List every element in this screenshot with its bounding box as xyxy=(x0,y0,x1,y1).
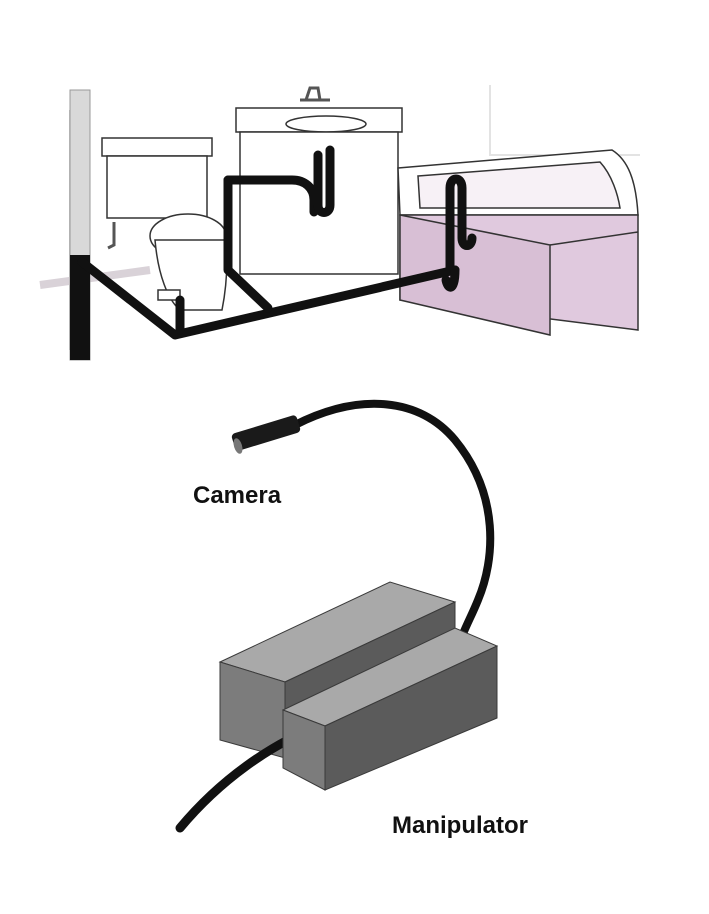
wall-right-line xyxy=(489,85,640,156)
manipulator-label: Manipulator xyxy=(392,812,528,839)
sink-basin xyxy=(285,115,367,133)
inspection-device xyxy=(175,399,499,833)
toilet-tank xyxy=(106,155,208,219)
faucet xyxy=(300,86,330,102)
stack-pipe-lower xyxy=(70,255,90,360)
sink-trap xyxy=(313,145,335,217)
main-drain-pipe xyxy=(77,257,460,340)
bathtub-drain-pipe xyxy=(445,174,477,275)
vanity-vertical-pipe xyxy=(223,175,273,313)
toilet xyxy=(101,137,228,311)
bathroom-illustration xyxy=(39,85,640,361)
bathtub-side xyxy=(399,214,551,336)
toilet-foot xyxy=(157,289,181,301)
bathtub-inner xyxy=(417,161,621,209)
toilet-tank-lid xyxy=(101,137,213,157)
bathtub-panel-line xyxy=(549,231,639,246)
drain-pipes xyxy=(77,145,477,340)
manipulator-block-front xyxy=(281,627,499,791)
bathtub xyxy=(397,149,639,336)
camera-label: Camera xyxy=(193,482,282,509)
camera-head xyxy=(231,415,301,454)
toilet-valve xyxy=(107,222,116,250)
camera-cable xyxy=(291,399,495,654)
bathtub-trap xyxy=(441,265,460,292)
